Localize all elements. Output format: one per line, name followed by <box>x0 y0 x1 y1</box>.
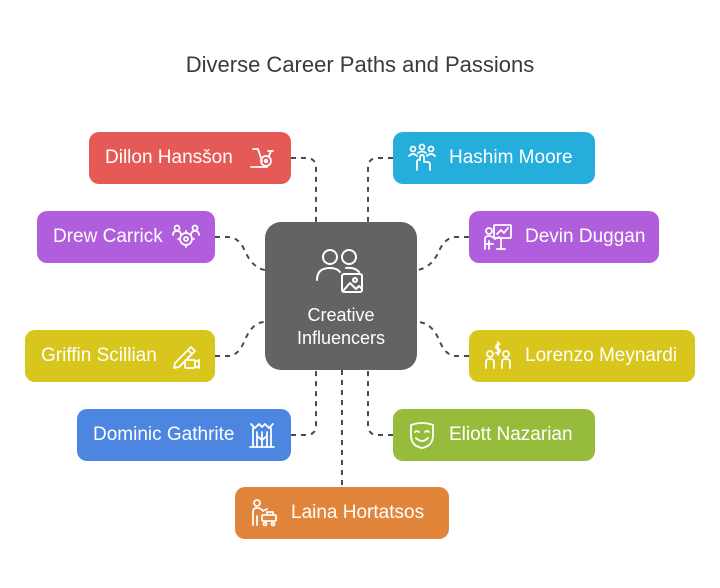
node-label: Drew Carrick <box>53 226 163 247</box>
node-label: Dominic Gathrite <box>93 424 235 445</box>
team-gears-icon <box>171 222 201 252</box>
hub-label: Creative Influencers <box>296 305 386 348</box>
pencil-camera-icon <box>171 341 201 371</box>
node-hashim[interactable]: Hashim Moore <box>393 132 595 184</box>
node-lorenzo[interactable]: Lorenzo Meynardi <box>469 330 695 382</box>
node-drew[interactable]: Drew Carrick <box>37 211 215 263</box>
node-label: Lorenzo Meynardi <box>525 345 678 366</box>
node-laina[interactable]: Laina Hortatsos <box>235 487 449 539</box>
node-label: Dillon Hansšon <box>105 147 233 168</box>
people-image-icon <box>316 249 363 293</box>
connector-dillon <box>291 157 317 222</box>
connector-dominic <box>291 370 317 436</box>
exercise-bike-icon <box>247 143 277 173</box>
connector-devin <box>416 236 469 271</box>
connector-griffin <box>215 321 266 357</box>
building-icon <box>247 420 277 450</box>
network-hand-icon <box>407 143 437 173</box>
connector-eliott <box>367 370 393 436</box>
node-label: Griffin Scillian <box>41 345 157 366</box>
presenter-chart-icon <box>483 222 513 252</box>
node-label: Eliott Nazarian <box>449 424 573 445</box>
node-dominic[interactable]: Dominic Gathrite <box>77 409 291 461</box>
node-label: Hashim Moore <box>449 147 573 168</box>
node-dillon[interactable]: Dillon Hansšon <box>89 132 291 184</box>
hub-node[interactable]: Creative Influencers <box>265 222 417 370</box>
node-eliott[interactable]: Eliott Nazarian <box>393 409 595 461</box>
node-devin[interactable]: Devin Duggan <box>469 211 659 263</box>
diagram-title: Diverse Career Paths and Passions <box>185 52 535 77</box>
people-money-icon <box>483 341 513 371</box>
mask-icon <box>407 420 437 450</box>
connector-lorenzo <box>416 321 469 357</box>
node-label: Devin Duggan <box>525 226 646 247</box>
worker-machine-icon <box>249 498 279 528</box>
connector-drew <box>215 236 266 271</box>
node-griffin[interactable]: Griffin Scillian <box>25 330 215 382</box>
connector-hashim <box>367 157 393 222</box>
node-label: Laina Hortatsos <box>291 502 425 523</box>
